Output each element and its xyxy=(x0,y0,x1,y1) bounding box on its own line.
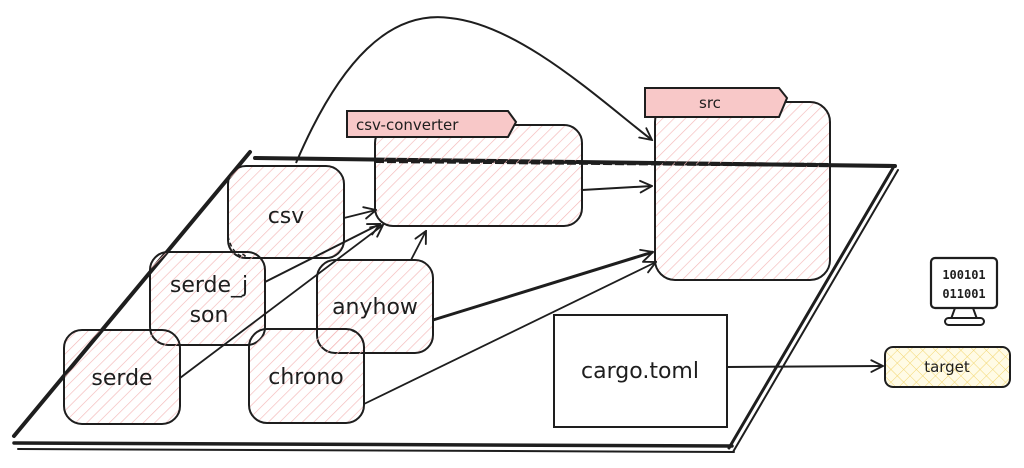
edge-chrono-to-src xyxy=(363,262,656,405)
src-tag-label: src xyxy=(699,94,721,112)
edge-csv-converter-to-src xyxy=(581,186,652,190)
crate-chrono[interactable]: chrono xyxy=(248,328,365,424)
csv-converter-container[interactable]: csv-converter xyxy=(346,110,583,227)
src-tag xyxy=(644,87,789,118)
crate-serde-json-box xyxy=(149,251,266,346)
edge-serdejson-to-csv-converter xyxy=(264,224,380,283)
edge-cargo-to-target xyxy=(726,366,883,367)
csv-converter-tag xyxy=(346,110,518,138)
cargo-toml-file[interactable]: cargo.toml xyxy=(553,314,728,428)
computer-binary-icon: 100101 011001 xyxy=(929,256,999,326)
plane-bottom-edge-2 xyxy=(17,448,735,453)
target-label: target xyxy=(924,358,970,376)
crate-anyhow-label: anyhow xyxy=(332,295,418,320)
edge-serde-to-csv-converter xyxy=(179,225,383,379)
edge-anyhow-to-src xyxy=(432,252,653,322)
crate-serde[interactable]: serde xyxy=(63,329,181,425)
plane-bottom-edge xyxy=(12,441,734,448)
target-folder[interactable]: target xyxy=(884,346,1011,388)
monitor-screen xyxy=(929,256,999,310)
plane-right-edge-2 xyxy=(732,169,899,453)
crate-csv-label: csv xyxy=(268,204,305,229)
crate-chrono-label: chrono xyxy=(268,365,343,390)
crate-serde-json-label-1: serde_j xyxy=(170,273,248,298)
monitor-base xyxy=(944,317,985,326)
csv-converter-tag-label: csv-converter xyxy=(356,116,459,134)
edge-csv-to-csv-converter xyxy=(343,210,376,218)
crate-serde-json-label-2: son xyxy=(190,303,229,328)
dependency-arrows xyxy=(179,16,883,405)
plane-right-edge xyxy=(727,166,895,450)
overlap-outline-chrono xyxy=(317,328,365,351)
overlap-outline-csv-serdejson xyxy=(227,235,251,260)
overlap-outline-serde xyxy=(150,329,181,351)
cargo-toml-box xyxy=(553,314,728,428)
binary-line-1: 100101 xyxy=(942,268,985,282)
crate-csv[interactable]: csv xyxy=(227,165,345,259)
plane-left-edge xyxy=(12,150,252,438)
src-box xyxy=(654,101,831,281)
target-crosshatch xyxy=(886,348,1009,386)
src-container[interactable]: src xyxy=(644,87,831,281)
edge-csv-to-src xyxy=(295,16,652,164)
binary-line-2: 011001 xyxy=(942,287,985,301)
crate-csv-box xyxy=(227,165,345,259)
csv-converter-box xyxy=(374,124,583,227)
crate-serde-json[interactable]: serde_j son xyxy=(149,251,266,346)
edge-anyhow-to-csv-converter xyxy=(410,231,426,261)
crate-serde-label: serde xyxy=(91,366,152,391)
cargo-toml-label: cargo.toml xyxy=(581,359,699,384)
plane-top-edge-overlay xyxy=(374,159,831,167)
crate-chrono-box xyxy=(248,328,365,424)
